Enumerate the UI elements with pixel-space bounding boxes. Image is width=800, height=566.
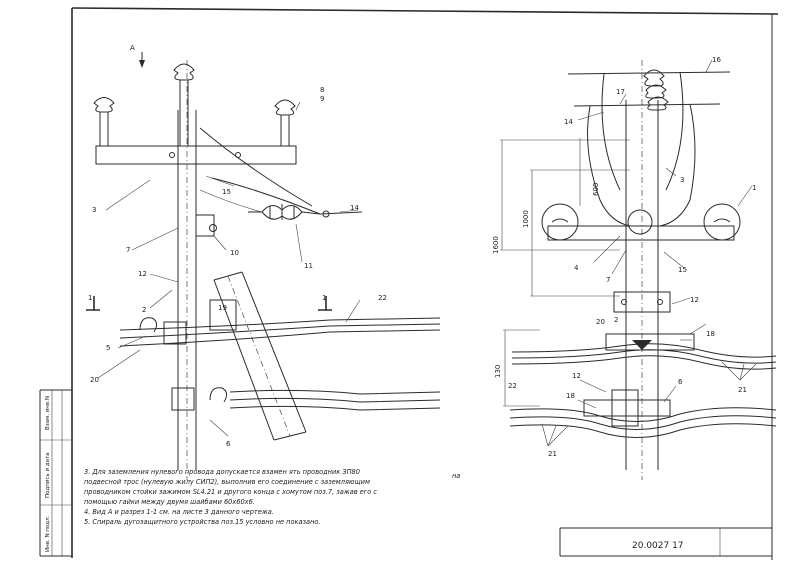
right-label-12-lower: 12 bbox=[572, 372, 581, 380]
dimension-130: 130 bbox=[494, 365, 502, 378]
left-label-20: 20 bbox=[90, 376, 99, 384]
sheet-frame bbox=[39, 7, 779, 560]
right-label-22: 22 bbox=[508, 382, 517, 390]
note-line-4: помощью гайки между двумя шайбами 60х60х… bbox=[84, 498, 255, 506]
note-line-6: 5. Спираль дугозащитного устройства поз.… bbox=[84, 518, 321, 526]
right-label-18: 18 bbox=[706, 330, 715, 338]
left-label-22: 22 bbox=[378, 294, 387, 302]
notes-block: 3. Для заземления нулевого провода допус… bbox=[84, 468, 460, 526]
note-line-2: подвесной трос (нулевую жилу СИП2), выпо… bbox=[84, 478, 370, 486]
stamp-replace-inv: Взам. инв.N bbox=[45, 396, 51, 430]
right-insulator-mid bbox=[647, 96, 669, 111]
right-label-3: 3 bbox=[680, 176, 684, 184]
section-marker-right: 1 bbox=[322, 294, 326, 302]
insulator-center bbox=[173, 63, 195, 146]
left-label-5: 5 bbox=[106, 344, 110, 352]
insulator-left bbox=[93, 97, 115, 146]
right-label-15: 15 bbox=[678, 266, 687, 274]
left-label-11: 11 bbox=[304, 262, 313, 270]
right-label-2: 2 bbox=[614, 316, 618, 324]
right-label-21-top: 21 bbox=[738, 386, 747, 394]
right-view bbox=[500, 59, 777, 480]
left-label-12: 12 bbox=[138, 270, 147, 278]
right-label-1: 1 bbox=[752, 184, 756, 192]
insulator-right bbox=[274, 99, 296, 146]
right-label-20: 20 bbox=[596, 318, 605, 326]
document-number: 20.0027 17 bbox=[632, 541, 684, 551]
stamp-signature-date: Подпись и дата bbox=[45, 452, 51, 498]
section-marker-left: 1 bbox=[88, 294, 92, 302]
stamp-original-inv: Инв. N подл. bbox=[45, 515, 51, 552]
right-label-14: 14 bbox=[564, 118, 573, 126]
dimension-600: 600 bbox=[592, 183, 600, 196]
right-label-4: 4 bbox=[574, 264, 579, 272]
left-label-9: 9 bbox=[320, 95, 324, 103]
left-label-2: 2 bbox=[142, 306, 146, 314]
dimension-1000: 1000 bbox=[522, 210, 530, 228]
left-label-10: 10 bbox=[230, 249, 239, 257]
right-label-16: 16 bbox=[712, 56, 721, 64]
note-line-5: 4. Вид А и разрез 1-1 см. на листе 3 дан… bbox=[84, 508, 274, 516]
right-label-12: 12 bbox=[690, 296, 699, 304]
view-marker: А bbox=[130, 44, 135, 52]
right-label-21-bottom: 21 bbox=[548, 450, 557, 458]
note-line-3: проводником стойки зажимом SL4.21 и друг… bbox=[84, 488, 377, 496]
strain-insulator bbox=[248, 204, 363, 220]
left-view bbox=[86, 52, 441, 480]
left-label-6: 6 bbox=[226, 440, 231, 448]
right-label-6: 6 bbox=[678, 378, 683, 386]
right-label-7: 7 bbox=[606, 276, 610, 284]
left-label-7: 7 bbox=[126, 246, 130, 254]
note-tail: на bbox=[452, 472, 460, 480]
right-label-17: 17 bbox=[616, 88, 625, 96]
note-line-1: 3. Для заземления нулевого провода допус… bbox=[84, 468, 360, 476]
dimension-1600: 1600 bbox=[492, 236, 500, 254]
left-label-14: 14 bbox=[350, 204, 359, 212]
left-label-15: 15 bbox=[222, 188, 231, 196]
left-label-19: 19 bbox=[218, 304, 227, 312]
left-label-8: 8 bbox=[320, 86, 324, 94]
left-label-3: 3 bbox=[92, 206, 96, 214]
right-insulator-top bbox=[643, 69, 667, 99]
right-label-18-lower: 18 bbox=[566, 392, 575, 400]
